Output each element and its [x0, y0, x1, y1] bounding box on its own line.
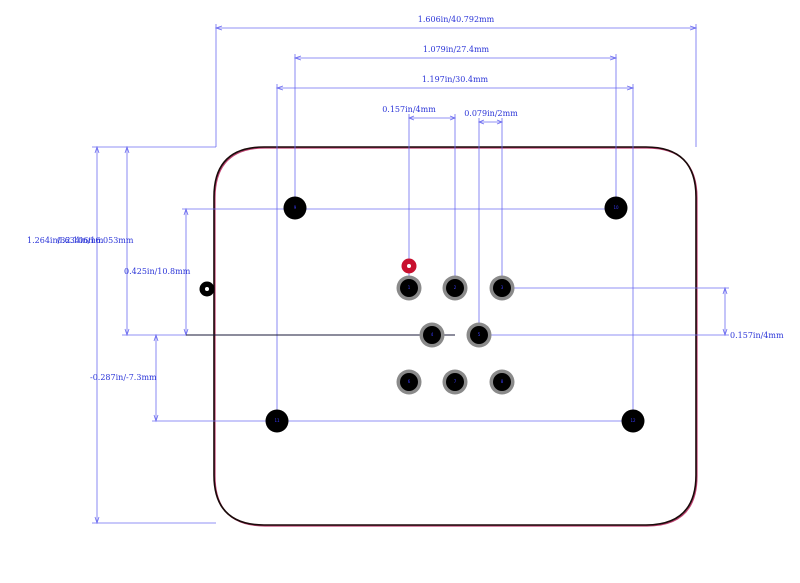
dim-mount-hole-spacing-label: 1.079in/27.4mm — [423, 45, 490, 54]
dim-pitch-offset-label: 0.079in/2mm — [464, 109, 518, 118]
pin-label: 5 — [478, 332, 481, 337]
dim-overall-height — [92, 145, 216, 525]
polarity-dot — [199, 281, 215, 297]
mount-hole-top-left: 9 — [283, 196, 307, 220]
dim-mount-hole-spacing: 1.079in/27.4mm — [293, 45, 618, 208]
dim-overall-width-label: 1.606in/40.792mm — [418, 15, 495, 24]
pin1-marker — [401, 258, 417, 274]
mount-hole-top-right: 10 — [604, 196, 628, 220]
pad-7: 7 — [442, 369, 468, 395]
pad-8: 8 — [489, 369, 515, 395]
mount-hole-bottom-right: 12 — [621, 409, 645, 433]
dim-pitch-offset: 0.079in/2mm — [464, 109, 518, 335]
pin-label: 11 — [274, 418, 280, 423]
dim-pitch-top-label: 0.157in/4mm — [382, 105, 436, 114]
dim-outer-pin-spacing-label: 1.197in/30.4mm — [422, 75, 489, 84]
board-outline — [213, 146, 697, 526]
pin-label: 8 — [501, 379, 504, 384]
pin-label: 6 — [408, 379, 411, 384]
pad-1: 1 — [396, 275, 422, 301]
dim-row-pitch-right: 0.157in/4mm — [479, 286, 784, 340]
pad-2: 2 — [442, 275, 468, 301]
dim-top-hole-offset: 0.425in/10.8mm — [122, 207, 616, 337]
dim-outer-pin-spacing: 1.197in/30.4mm — [275, 75, 635, 421]
pin-label: 12 — [630, 418, 636, 423]
dim-pitch-top: 0.157in/4mm — [382, 105, 457, 288]
pad-6: 6 — [396, 369, 422, 395]
dim-row-pitch-right-label: 0.157in/4mm — [730, 331, 784, 340]
pin-label: 3 — [501, 285, 504, 290]
pin-label: 7 — [454, 379, 457, 384]
dim-overall-width: 1.606in/40.792mm — [214, 15, 698, 147]
pin-label: 10 — [613, 205, 619, 210]
pin-label: 1 — [408, 285, 411, 290]
dim-bottom-offset-label: -0.287in/-7.3mm — [90, 373, 157, 382]
dim-height-overlap-label: 0.634in/16.053mm — [57, 236, 134, 245]
pin-label: 9 — [294, 205, 297, 210]
dim-overall-height-label: 1.264in/32.106mm — [27, 236, 104, 245]
pin-label: 2 — [454, 285, 457, 290]
mount-hole-bottom-left: 11 — [265, 409, 289, 433]
dim-bottom-offset: -0.287in/-7.3mm — [90, 333, 633, 423]
pin-label: 4 — [431, 332, 434, 337]
pad-4: 4 — [419, 322, 445, 348]
pad-3: 3 — [489, 275, 515, 301]
dim-top-hole-offset-label: 0.425in/10.8mm — [124, 267, 191, 276]
dim-height-overlap: 1.264in/32.106mm 0.634in/16.053mm — [27, 145, 134, 337]
pad-5: 5 — [466, 322, 492, 348]
